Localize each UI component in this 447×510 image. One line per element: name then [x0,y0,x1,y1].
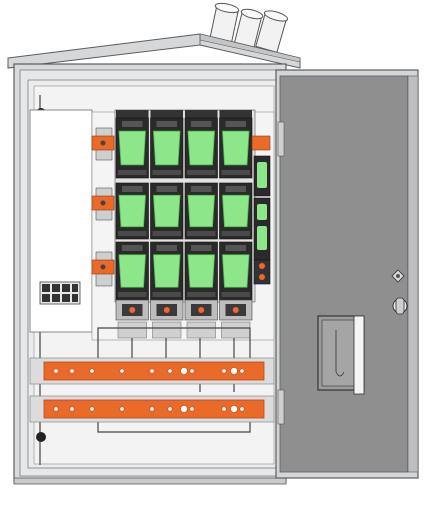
document-pocket [317,315,365,395]
fuse-holder [115,182,149,240]
lock-icon[interactable] [391,269,405,283]
fuse-holder [184,117,218,179]
fuse-window [153,194,181,228]
fuse-holder [115,241,149,301]
rod-bolt-bottom [36,432,46,442]
roof [7,33,301,69]
fuse-window [222,130,250,166]
fuse-window [118,130,146,166]
fuse-holder [184,182,218,240]
right-module [251,135,271,285]
fuse-contact [184,299,218,339]
open-door [275,69,419,479]
fuse-holder [184,241,218,301]
fuse-column [150,110,184,339]
busbar [29,395,275,423]
fuse-column [184,110,218,339]
left-terminals [91,127,115,287]
fuse-window [153,130,181,166]
fuse-holder [150,241,184,301]
fuse-column [115,110,149,339]
fuse-contact [150,299,184,339]
fuse-column [219,110,253,339]
vent-pipes [209,2,289,53]
terminal-block [39,281,81,305]
fuse-window [118,254,146,288]
busbar [29,357,275,385]
fuse-holder [150,117,184,179]
fuse-holder [150,182,184,240]
fuse-window [187,194,215,228]
fuse-holder [219,241,253,301]
busbars [29,357,275,423]
fuse-window [118,194,146,228]
fuse-window [187,130,215,166]
incoming-terminal [91,187,115,221]
fuse-window [187,254,215,288]
fuse-grid [114,109,256,339]
vent-pipe-left [209,2,240,45]
fuse-window [153,254,181,288]
vent-pipe-right [255,10,289,53]
conductor [97,327,251,365]
fuse-contact [115,299,149,339]
door-handle-icon[interactable] [392,297,408,315]
fuse-window [222,194,250,228]
fuse-contact [219,299,253,339]
fuse-window [222,254,250,288]
vent-pipe-middle [233,8,264,49]
incoming-terminal [91,127,115,161]
conductor [97,420,251,433]
fuse-holder [219,117,253,179]
incoming-terminal [91,251,115,287]
fuse-holder [219,182,253,240]
fuse-holder [115,117,149,179]
